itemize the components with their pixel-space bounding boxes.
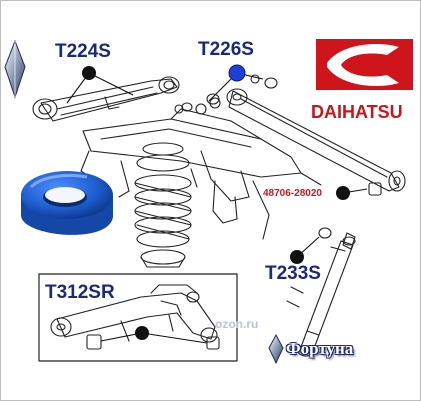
small-bushings xyxy=(174,74,260,115)
axle-housing xyxy=(80,108,322,240)
marker-t233s xyxy=(290,250,304,264)
upper-left-arm xyxy=(32,76,180,122)
coil-spring xyxy=(134,142,192,268)
daihatsu-logo xyxy=(316,39,413,90)
marker-t224s xyxy=(82,66,96,80)
blue-bushing-photo xyxy=(21,171,113,235)
lateral-rod xyxy=(181,77,406,196)
oem-part-number: 48706-28020 xyxy=(263,188,322,199)
silver-diamond-left xyxy=(4,39,26,99)
seller-name: Фортуна xyxy=(286,339,354,358)
part-label-t224s: T224S xyxy=(55,41,111,62)
marker-t312sr xyxy=(135,326,149,340)
marker-t226s xyxy=(228,64,246,82)
inset-box xyxy=(38,273,238,362)
brand-name: DAIHATSU xyxy=(311,102,403,122)
part-label-t312sr: T312SR xyxy=(45,282,115,303)
part-label-t233s: T233S xyxy=(265,263,321,284)
marker-oem xyxy=(336,186,350,200)
silver-diamond-right xyxy=(268,333,284,365)
shock-absorber xyxy=(286,227,356,357)
watermark-text: ozon.ru xyxy=(215,317,259,331)
part-label-t226s: T226S xyxy=(198,39,254,60)
